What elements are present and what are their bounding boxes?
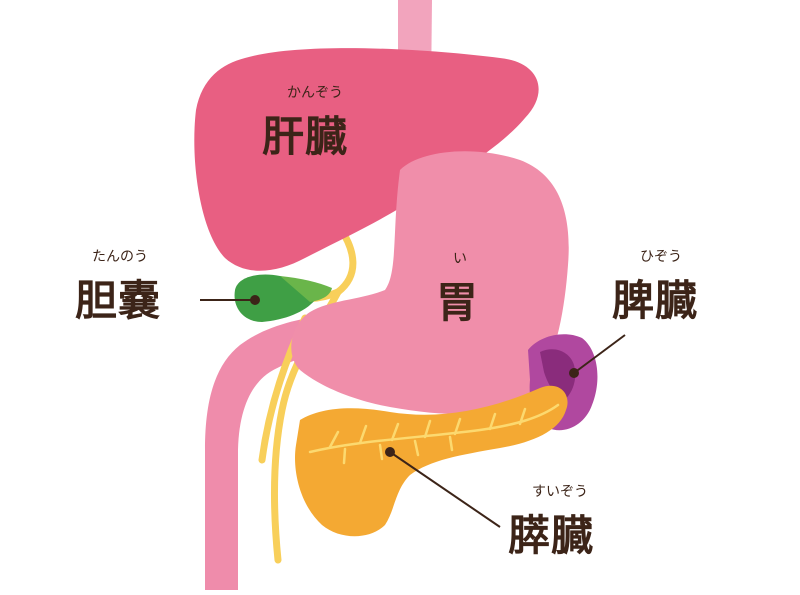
leader-lines	[200, 295, 626, 528]
pancreas-leader	[389, 451, 501, 528]
pancreas-reading: すいぞう	[532, 484, 588, 500]
liver	[194, 48, 539, 271]
gallbladder-shape	[234, 274, 332, 322]
liver-reading: かんぞう	[287, 85, 343, 101]
duodenum	[205, 315, 345, 590]
pancreas-label: 膵臓	[508, 511, 595, 560]
pancreas-shape	[295, 385, 568, 537]
gallbladder-reading: たんのう	[92, 249, 148, 265]
gallbladder-label: 胆嚢	[75, 276, 162, 325]
spleen-leader	[573, 334, 626, 374]
gallbladder-leader-dot	[250, 295, 260, 305]
stomach-reading: い	[453, 251, 467, 267]
spleen-reading: ひぞう	[640, 249, 682, 265]
stomach-label: 胃	[436, 278, 480, 327]
spleen-leader-dot	[569, 368, 579, 378]
spleen-label: 脾臓	[612, 276, 699, 325]
liver-label: 肝臓	[262, 112, 349, 161]
pancreas-leader-dot	[385, 447, 395, 457]
stomach	[291, 151, 569, 415]
